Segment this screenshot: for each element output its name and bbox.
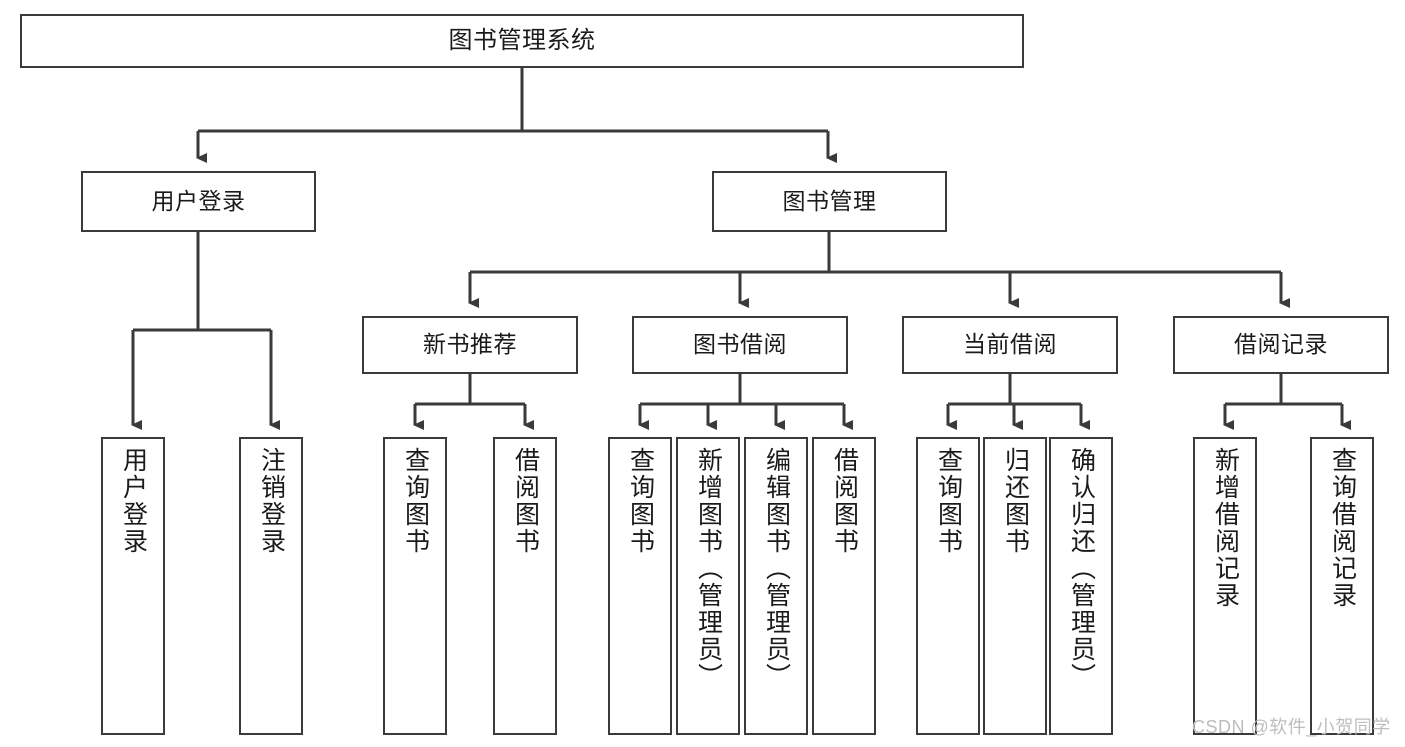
node-root-label: 图书管理系统 [448,26,596,54]
node-leaf-borrow-book-b[interactable]: 借阅图书 [812,437,876,735]
node-new-book-recommend-label: 新书推荐 [423,331,517,358]
node-leaf-query-book-b-label: 查询图书 [626,447,655,555]
node-leaf-query-book-a[interactable]: 查询图书 [383,437,447,735]
node-leaf-user-login[interactable]: 用户登录 [101,437,165,735]
node-book-management-label: 图书管理 [782,187,877,214]
node-leaf-borrow-book-b-label: 借阅图书 [830,447,859,555]
node-leaf-edit-book-label: 编辑图书（管理员） [762,447,791,690]
watermark-text: CSDN @软件_小贺同学 [1192,717,1391,737]
node-leaf-query-record[interactable]: 查询借阅记录 [1310,437,1374,735]
node-book-management[interactable]: 图书管理 [712,171,947,232]
node-leaf-query-book-a-label: 查询图书 [401,447,430,555]
node-book-borrow-label: 图书借阅 [693,331,787,358]
node-user-login-label: 用户登录 [151,187,246,214]
node-root[interactable]: 图书管理系统 [20,14,1024,68]
node-current-borrow-label: 当前借阅 [963,331,1057,358]
node-leaf-return-book[interactable]: 归还图书 [983,437,1047,735]
node-leaf-add-book-label: 新增图书（管理员） [694,447,723,690]
node-user-login[interactable]: 用户登录 [81,171,316,232]
node-leaf-edit-book[interactable]: 编辑图书（管理员） [744,437,808,735]
node-leaf-logout-label: 注销登录 [257,447,286,555]
node-current-borrow[interactable]: 当前借阅 [902,316,1118,374]
node-leaf-borrow-book-a-label: 借阅图书 [511,447,540,555]
node-leaf-return-book-label: 归还图书 [1001,447,1030,555]
node-leaf-query-book-b[interactable]: 查询图书 [608,437,672,735]
node-leaf-confirm-return[interactable]: 确认归还（管理员） [1049,437,1113,735]
node-leaf-add-book[interactable]: 新增图书（管理员） [676,437,740,735]
node-borrow-record-label: 借阅记录 [1234,331,1328,358]
node-leaf-borrow-book-a[interactable]: 借阅图书 [493,437,557,735]
node-leaf-add-record[interactable]: 新增借阅记录 [1193,437,1257,735]
node-leaf-confirm-return-label: 确认归还（管理员） [1067,447,1096,690]
node-leaf-query-book-c-label: 查询图书 [934,447,963,555]
node-leaf-query-book-c[interactable]: 查询图书 [916,437,980,735]
node-leaf-logout[interactable]: 注销登录 [239,437,303,735]
node-book-borrow[interactable]: 图书借阅 [632,316,848,374]
node-leaf-query-record-label: 查询借阅记录 [1328,447,1357,609]
node-borrow-record[interactable]: 借阅记录 [1173,316,1389,374]
node-leaf-user-login-label: 用户登录 [119,447,148,555]
node-new-book-recommend[interactable]: 新书推荐 [362,316,578,374]
node-leaf-add-record-label: 新增借阅记录 [1211,447,1240,609]
